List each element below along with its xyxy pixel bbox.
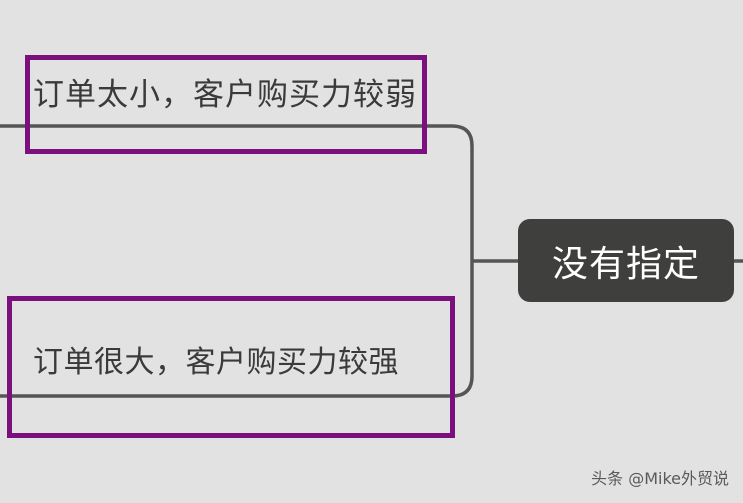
highlight-box-top: [25, 55, 427, 154]
branch-label-order-large: 订单很大，客户购买力较强: [33, 345, 399, 380]
watermark: 头条 @Mike外贸说: [591, 469, 729, 488]
center-node[interactable]: 没有指定: [518, 219, 734, 302]
branch-label-order-small: 订单太小，客户购买力较弱: [33, 77, 417, 113]
highlight-box-bottom: [7, 296, 455, 438]
